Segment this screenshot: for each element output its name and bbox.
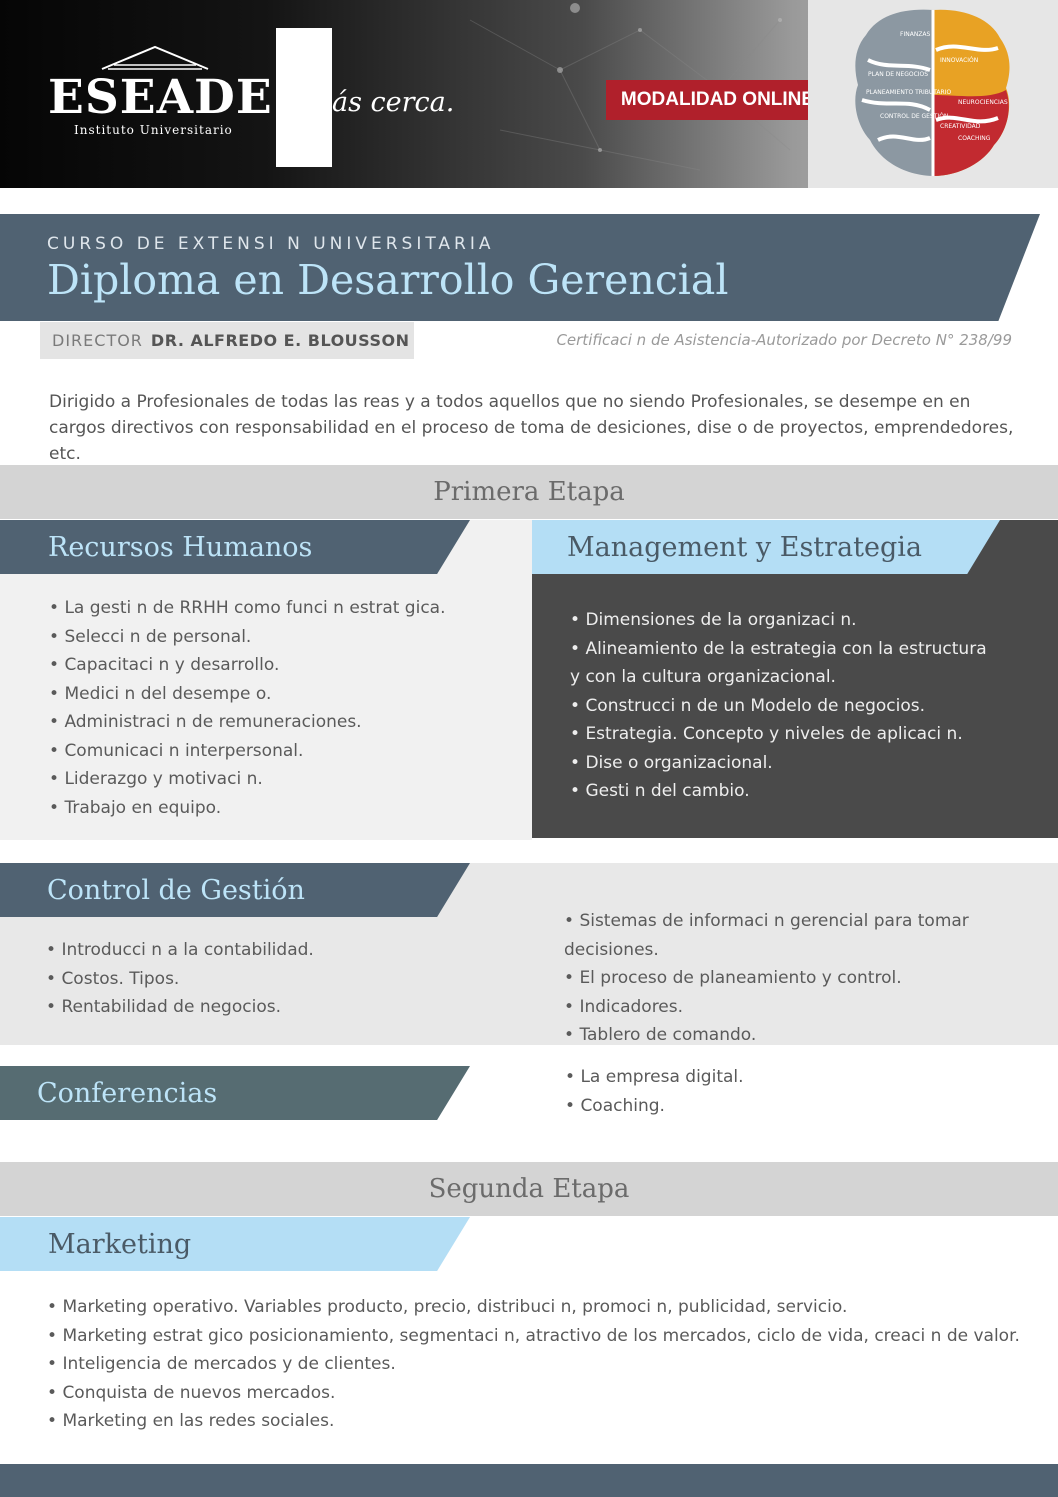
- list-item: Administraci n de remuneraciones.: [49, 708, 519, 737]
- list-item: Liderazgo y motivaci n.: [49, 765, 519, 794]
- conferences-list: La empresa digital. Coaching.: [565, 1063, 1035, 1120]
- brain-word-7: CREATIVIDAD: [940, 123, 981, 130]
- list-item: Tablero de comando.: [564, 1021, 1054, 1050]
- list-item: Selecci n de personal.: [49, 623, 519, 652]
- list-item: Gesti n del cambio.: [570, 777, 1040, 806]
- brain-icon: FINANZAS PLAN DE NEGOCIOS PLANEAMIENTO T…: [855, 9, 1010, 177]
- brain-illustration: FINANZAS PLAN DE NEGOCIOS PLANEAMIENTO T…: [808, 0, 1058, 188]
- list-item: Medici n del desempe o.: [49, 680, 519, 709]
- director-name: DR. ALFREDO E. BLOUSSON: [150, 331, 410, 350]
- title-band: [0, 214, 1040, 321]
- list-item: Introducci n a la contabilidad.: [46, 936, 516, 965]
- brain-word-2: PLAN DE NEGOCIOS: [868, 71, 928, 78]
- marketing-title: Marketing: [0, 1217, 470, 1271]
- list-item: Inteligencia de mercados y de clientes.: [47, 1350, 1047, 1379]
- list-item: Costos. Tipos.: [46, 965, 516, 994]
- list-item: Dise o organizacional.: [570, 749, 1040, 778]
- course-kicker: CURSO DE EXTENSI N UNIVERSITARIA: [47, 234, 495, 254]
- logo-roof-icon: [101, 45, 209, 70]
- network-background-graphic: [469, 3, 791, 171]
- certification-note: Certificaci n de Asistencia-Autorizado p…: [556, 331, 1012, 349]
- stage-two-header: Segunda Etapa: [0, 1162, 1058, 1216]
- list-item: Indicadores.: [564, 993, 1054, 1022]
- stage-one-header: Primera Etapa: [0, 465, 1058, 519]
- director-box: DIRECTOR DR. ALFREDO E. BLOUSSON: [40, 322, 414, 359]
- marketing-list: Marketing operativo. Variables producto,…: [47, 1293, 1047, 1436]
- rrhh-title: Recursos Humanos: [0, 520, 470, 574]
- list-item: Construcci n de un Modelo de negocios.: [570, 692, 1040, 721]
- management-list: Dimensiones de la organizaci n. Alineami…: [570, 606, 1040, 806]
- list-item: El proceso de planeamiento y control.: [564, 964, 1054, 993]
- conferences-title: Conferencias: [0, 1066, 470, 1120]
- control-right-list: Sistemas de informaci n gerencial para t…: [564, 907, 1054, 1050]
- brain-word-8: COACHING: [958, 135, 991, 142]
- slogan-text: ás cerca.: [332, 87, 455, 118]
- director-label: DIRECTOR: [52, 331, 143, 350]
- intro-paragraph: Dirigido a Profesionales de todas las re…: [49, 392, 1014, 464]
- list-item: Alineamiento de la estrategia con la est…: [570, 635, 1040, 664]
- list-item: Rentabilidad de negocios.: [46, 993, 516, 1022]
- brain-word-1: FINANZAS: [900, 31, 931, 38]
- list-item: Sistemas de informaci n gerencial para t…: [564, 907, 1054, 964]
- rrhh-list: La gesti n de RRHH como funci n estrat g…: [49, 594, 519, 822]
- logo-subtitle: Instituto Universitario: [74, 123, 233, 137]
- logo-wordmark: ESEADE: [48, 70, 273, 125]
- list-item: Capacitaci n y desarrollo.: [49, 651, 519, 680]
- list-item: La empresa digital.: [565, 1063, 1035, 1092]
- list-item: Estrategia. Concepto y niveles de aplica…: [570, 720, 1040, 749]
- modality-badge: MODALIDAD ONLINE: [606, 80, 829, 120]
- list-item: Coaching.: [565, 1092, 1035, 1121]
- footer-bar: [0, 1464, 1058, 1497]
- header-white-bar: [276, 28, 332, 167]
- control-title: Control de Gestión: [0, 863, 470, 917]
- list-item-continuation: y con la cultura organizacional.: [570, 667, 836, 687]
- brain-word-5: INNOVACIÓN: [940, 57, 978, 64]
- list-item: Conquista de nuevos mercados.: [47, 1379, 1047, 1408]
- list-item: Marketing en las redes sociales.: [47, 1407, 1047, 1436]
- control-left-list: Introducci n a la contabilidad. Costos. …: [46, 936, 516, 1022]
- list-item: Trabajo en equipo.: [49, 794, 519, 823]
- list-item: Comunicaci n interpersonal.: [49, 737, 519, 766]
- brain-word-3: PLANEAMIENTO TRIBUTARIO: [866, 89, 951, 96]
- list-item: Dimensiones de la organizaci n.: [570, 606, 1040, 635]
- management-title: Management y Estrategia: [532, 520, 1000, 574]
- brain-word-4: CONTROL DE GESTIÓN: [880, 113, 948, 120]
- list-item: La gesti n de RRHH como funci n estrat g…: [49, 594, 519, 623]
- list-item: Marketing operativo. Variables producto,…: [47, 1293, 1047, 1322]
- brain-word-6: NEUROCIENCIAS: [958, 99, 1008, 106]
- list-item: Marketing estrat gico posicionamiento, s…: [47, 1322, 1047, 1351]
- course-title: Diploma en Desarrollo Gerencial: [47, 256, 729, 304]
